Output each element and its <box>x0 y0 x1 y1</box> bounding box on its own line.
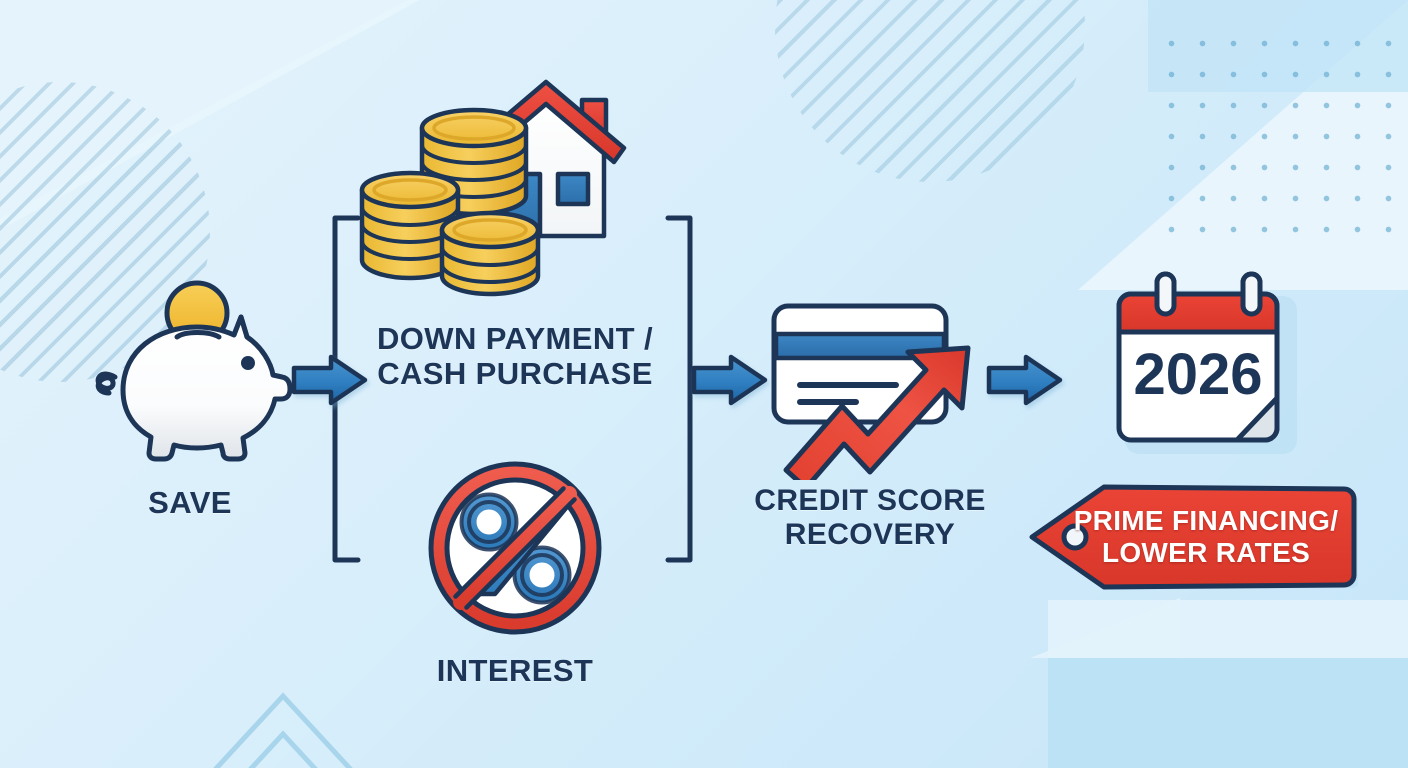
step-prime-financing-label-line2: LOWER RATES <box>1101 537 1311 568</box>
diagonal-stripe-circle-icon <box>775 0 1085 182</box>
step-down-payment-label: DOWN PAYMENT / CASH PURCHASE <box>330 321 700 391</box>
step-down-payment: DOWN PAYMENT / CASH PURCHASE <box>330 78 700 391</box>
coin-stack-left <box>359 170 461 281</box>
step-credit-score-label: CREDIT SCORE RECOVERY <box>735 484 1005 551</box>
step-credit-score-label-line1: CREDIT SCORE <box>754 484 986 517</box>
calendar-art: 2026 <box>1060 270 1360 470</box>
step-no-interest: INTEREST <box>385 455 645 689</box>
coins-and-house-art <box>330 78 700 308</box>
coins-and-house-icon <box>359 79 627 297</box>
nested-chevrons-icon <box>213 692 353 768</box>
calendar-icon: 2026 <box>1116 271 1297 454</box>
step-save: SAVE <box>60 270 320 521</box>
step-save-label: SAVE <box>148 485 232 520</box>
step-credit-score-label-line2: RECOVERY <box>784 517 956 551</box>
piggy-bank-art <box>60 270 320 470</box>
step-down-payment-label-line2: CASH PURCHASE <box>377 355 653 391</box>
price-tag-icon <box>1029 484 1358 590</box>
credit-card-growth-art <box>735 290 1005 480</box>
no-interest-art <box>385 455 645 640</box>
step-prime-financing-label-line1: PRIME FINANCING/ <box>1073 505 1339 537</box>
credit-card-growth-icon <box>771 303 971 480</box>
calendar-year: 2026 <box>1133 342 1262 407</box>
no-interest-icon <box>428 461 602 634</box>
step-credit-score: CREDIT SCORE RECOVERY <box>735 290 1005 551</box>
step-down-payment-label-line1: DOWN PAYMENT / <box>376 321 653 356</box>
coin-stack-front <box>439 210 541 297</box>
background-band-bottom-right <box>1048 658 1408 768</box>
dot-grid-icon <box>1156 28 1408 236</box>
growth-arrow-icon <box>783 345 971 480</box>
step-calendar: 2026 <box>1060 270 1360 470</box>
step-prime-financing-tag: PRIME FINANCING/ LOWER RATES <box>1028 483 1358 591</box>
step-prime-financing-label: PRIME FINANCING/ LOWER RATES <box>1028 483 1358 591</box>
piggy-bank-icon <box>95 280 293 462</box>
step-no-interest-label: INTEREST <box>436 653 594 688</box>
